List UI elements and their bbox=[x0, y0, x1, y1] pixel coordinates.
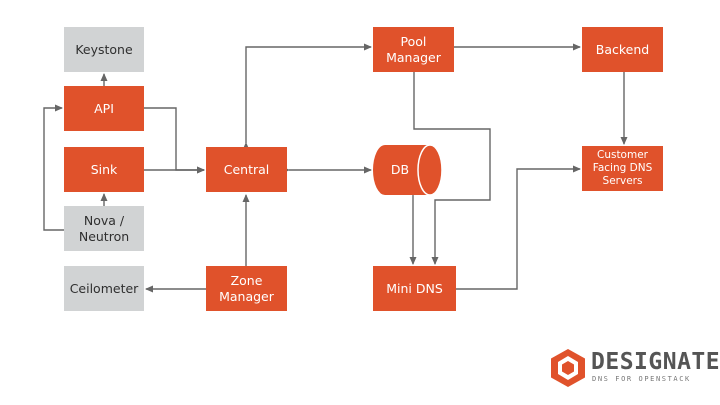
backend-node: Backend bbox=[582, 27, 663, 72]
db-label: DB bbox=[390, 162, 410, 177]
central-node: Central bbox=[206, 147, 287, 192]
customer-dns-node: Customer Facing DNS Servers bbox=[582, 146, 663, 191]
ceilometer-node: Ceilometer bbox=[64, 266, 144, 311]
connector-api-central bbox=[144, 107, 205, 174]
designate-logo: DESIGNATE DNS FOR OPENSTACK bbox=[549, 348, 720, 388]
pool-manager-node: Pool Manager bbox=[373, 27, 454, 72]
api-node: API bbox=[64, 86, 144, 131]
zone-manager-node: Zone Manager bbox=[206, 266, 287, 311]
connector-central-pool-manager bbox=[242, 43, 372, 150]
connector-nova-api bbox=[43, 104, 64, 231]
mini-dns-node: Mini DNS bbox=[373, 266, 456, 311]
connector-mini-dns-customer-dns bbox=[456, 165, 581, 290]
sink-node: Sink bbox=[64, 147, 144, 192]
logo-tagline: DNS FOR OPENSTACK bbox=[592, 375, 691, 383]
logo-wordmark: DESIGNATE bbox=[591, 349, 720, 375]
designate-hexagon-icon bbox=[551, 349, 585, 387]
db-cylinder bbox=[373, 144, 443, 196]
keystone-node: Keystone bbox=[64, 27, 144, 72]
connector-pool-manager-mini-dns bbox=[413, 72, 491, 265]
nova-neutron-node: Nova / Neutron bbox=[64, 206, 144, 251]
